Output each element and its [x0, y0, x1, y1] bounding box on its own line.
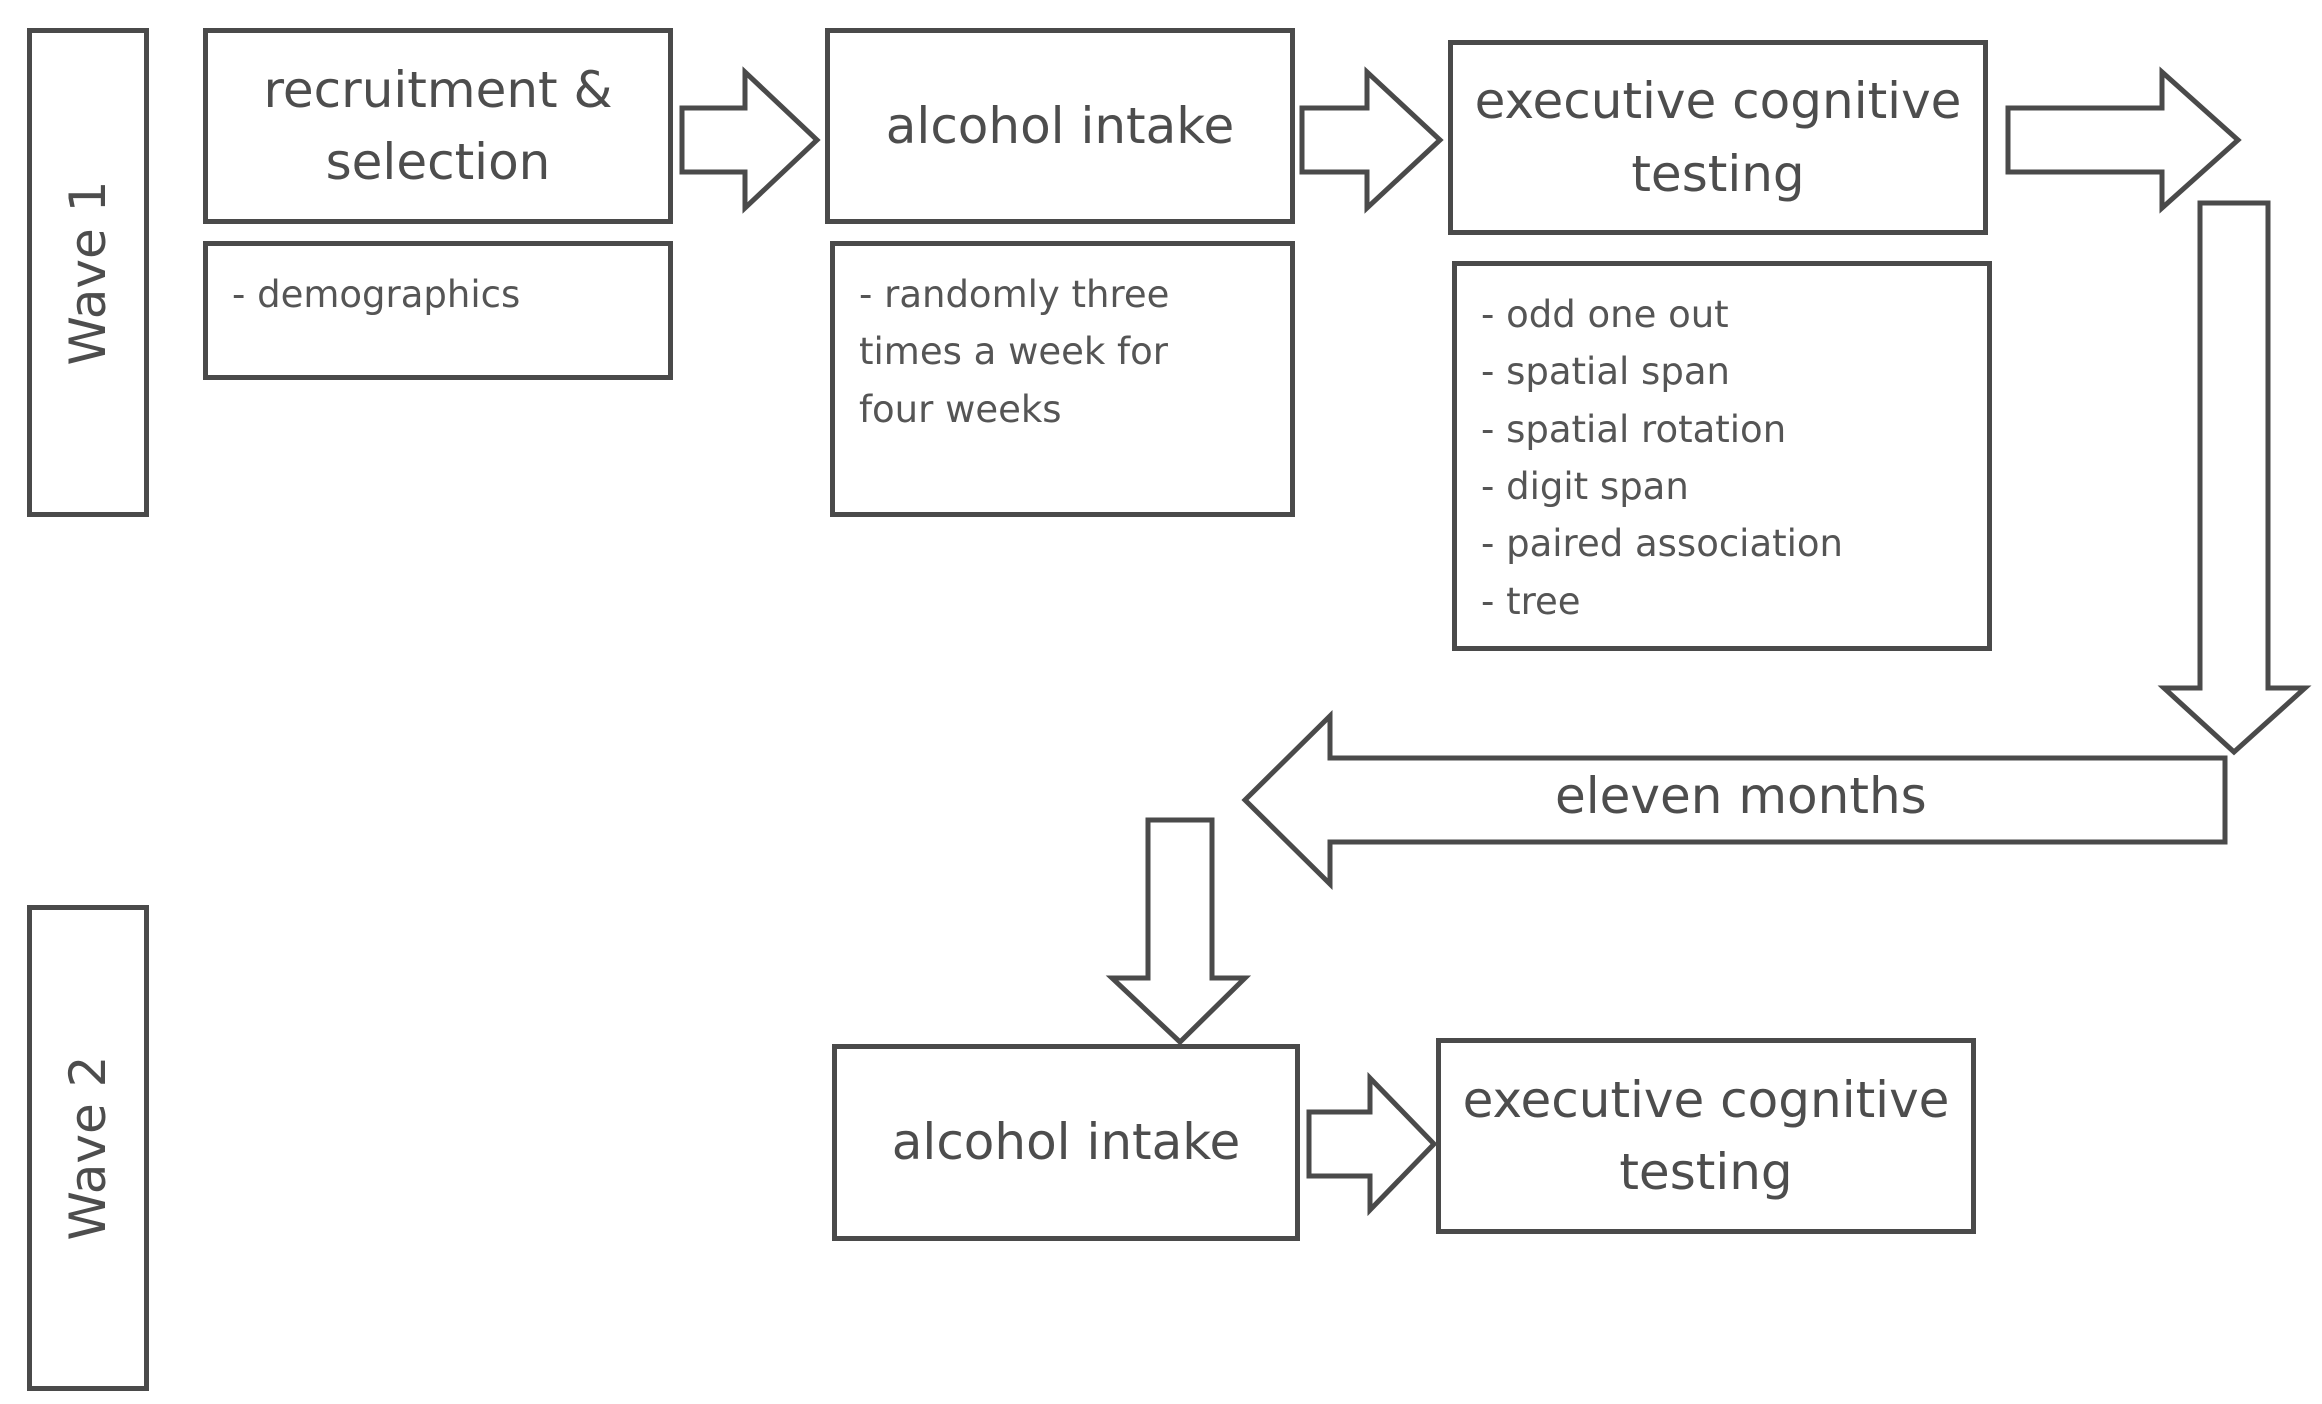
executive-detail-item: - spatial rotation	[1481, 407, 1787, 451]
recruitment-detail-item: - demographics	[232, 273, 521, 316]
arrow-down-wave2	[1105, 817, 1252, 1046]
arrow-right-3	[2005, 66, 2242, 214]
executive-title-line1-wave2: executive cognitive	[1462, 1070, 1950, 1129]
alcohol-intake-details-box: - randomly three times a week for four w…	[830, 241, 1295, 517]
alcohol-intake-box-wave1: alcohol intake	[825, 28, 1295, 224]
executive-detail-item: - digit span	[1481, 465, 1689, 509]
executive-detail-item: - spatial span	[1481, 350, 1730, 394]
arrow-right-2	[1299, 66, 1444, 214]
eleven-months-label: eleven months	[1555, 767, 1927, 825]
alcohol-intake-title-wave1: alcohol intake	[885, 96, 1235, 155]
recruitment-selection-box: recruitment & selection	[203, 28, 673, 224]
wave-1-label-box: Wave 1	[27, 28, 149, 517]
recruitment-title-line2: selection	[325, 133, 551, 191]
wave-2-label-box: Wave 2	[27, 905, 149, 1391]
executive-title-line2-wave1: testing	[1631, 144, 1805, 203]
alcohol-intake-title-wave2: alcohol intake	[891, 1113, 1241, 1172]
arrow-left-eleven-months	[1241, 710, 2228, 890]
alcohol-detail-item: - randomly three	[859, 273, 1170, 316]
alcohol-detail-item: times a week for	[859, 330, 1168, 374]
executive-details-box: - odd one out - spatial span - spatial r…	[1452, 261, 1992, 651]
executive-detail-item: - paired association	[1481, 522, 1843, 566]
alcohol-detail-item: four weeks	[859, 387, 1062, 431]
recruitment-title-line1: recruitment &	[263, 60, 613, 119]
arrow-right-wave2	[1306, 1071, 1438, 1217]
executive-title-line2-wave2: testing	[1619, 1143, 1793, 1201]
executive-detail-item: - odd one out	[1481, 293, 1729, 336]
executive-testing-box-wave2: executive cognitive testing	[1436, 1038, 1976, 1234]
executive-testing-box-wave1: executive cognitive testing	[1448, 40, 1988, 235]
executive-detail-item: - tree	[1481, 579, 1581, 623]
alcohol-intake-box-wave2: alcohol intake	[832, 1044, 1300, 1241]
arrow-right-1	[679, 66, 821, 214]
arrow-down-right	[2157, 200, 2312, 756]
executive-title-line1-wave1: executive cognitive	[1474, 72, 1962, 130]
recruitment-details-box: - demographics	[203, 241, 673, 380]
